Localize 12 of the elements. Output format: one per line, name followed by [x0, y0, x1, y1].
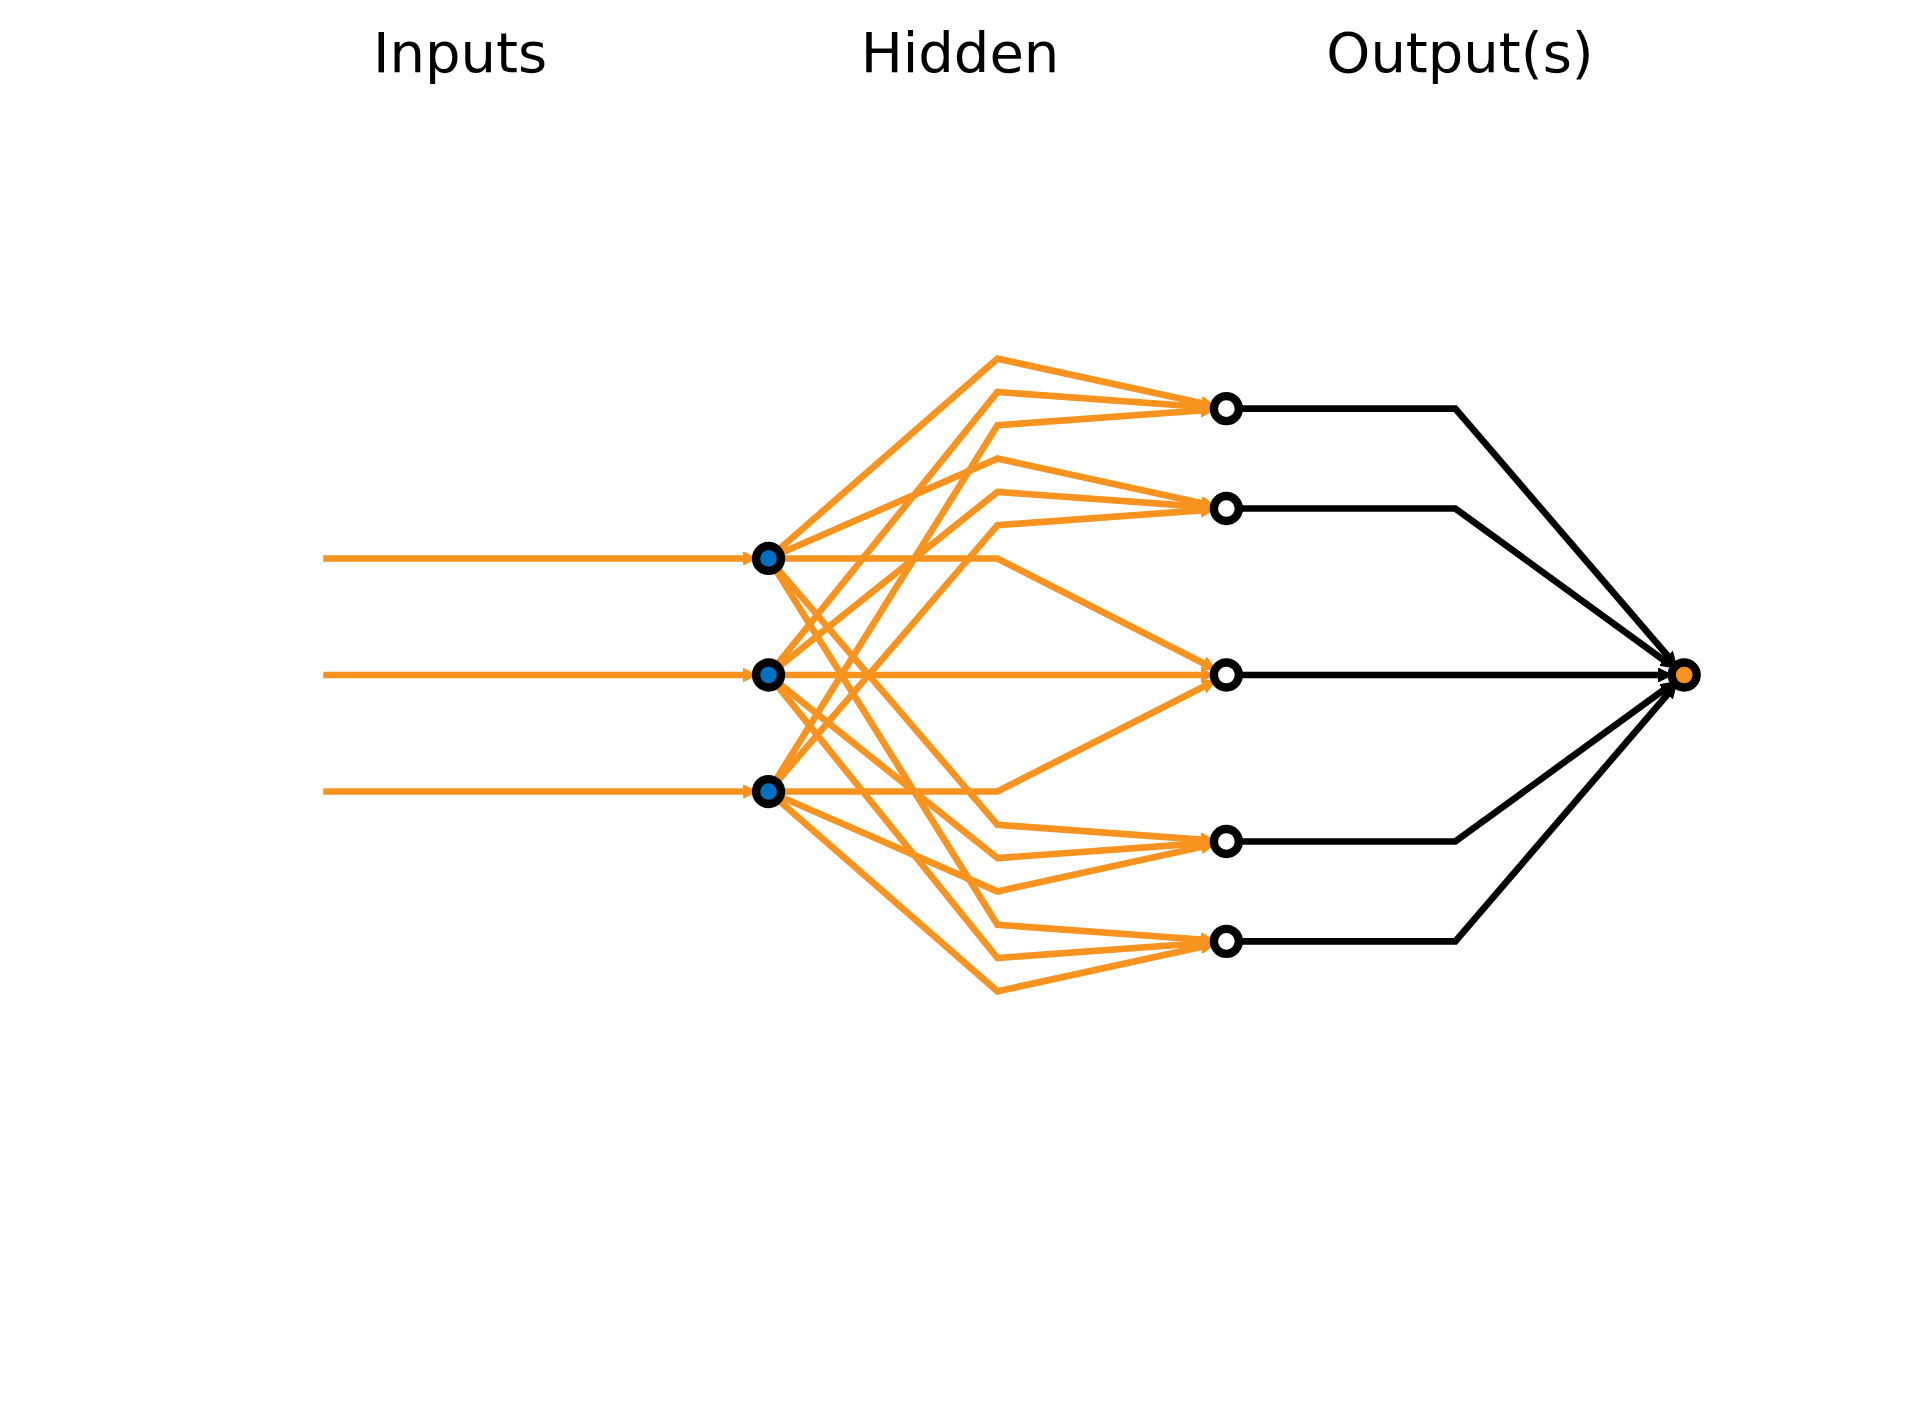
column-heading: Hidden [859, 20, 1061, 85]
node-circle [1209, 658, 1243, 692]
node-circle [1209, 924, 1243, 958]
node-circle [1667, 658, 1701, 692]
column-heading: Output(s) [1325, 20, 1595, 85]
node-circle [751, 658, 786, 692]
column-heading: Inputs [371, 20, 549, 85]
node-circle [751, 774, 786, 809]
node-circle [1209, 391, 1243, 426]
node-circle [1209, 491, 1243, 526]
node-circle [1209, 824, 1243, 859]
node-circle [751, 541, 786, 576]
